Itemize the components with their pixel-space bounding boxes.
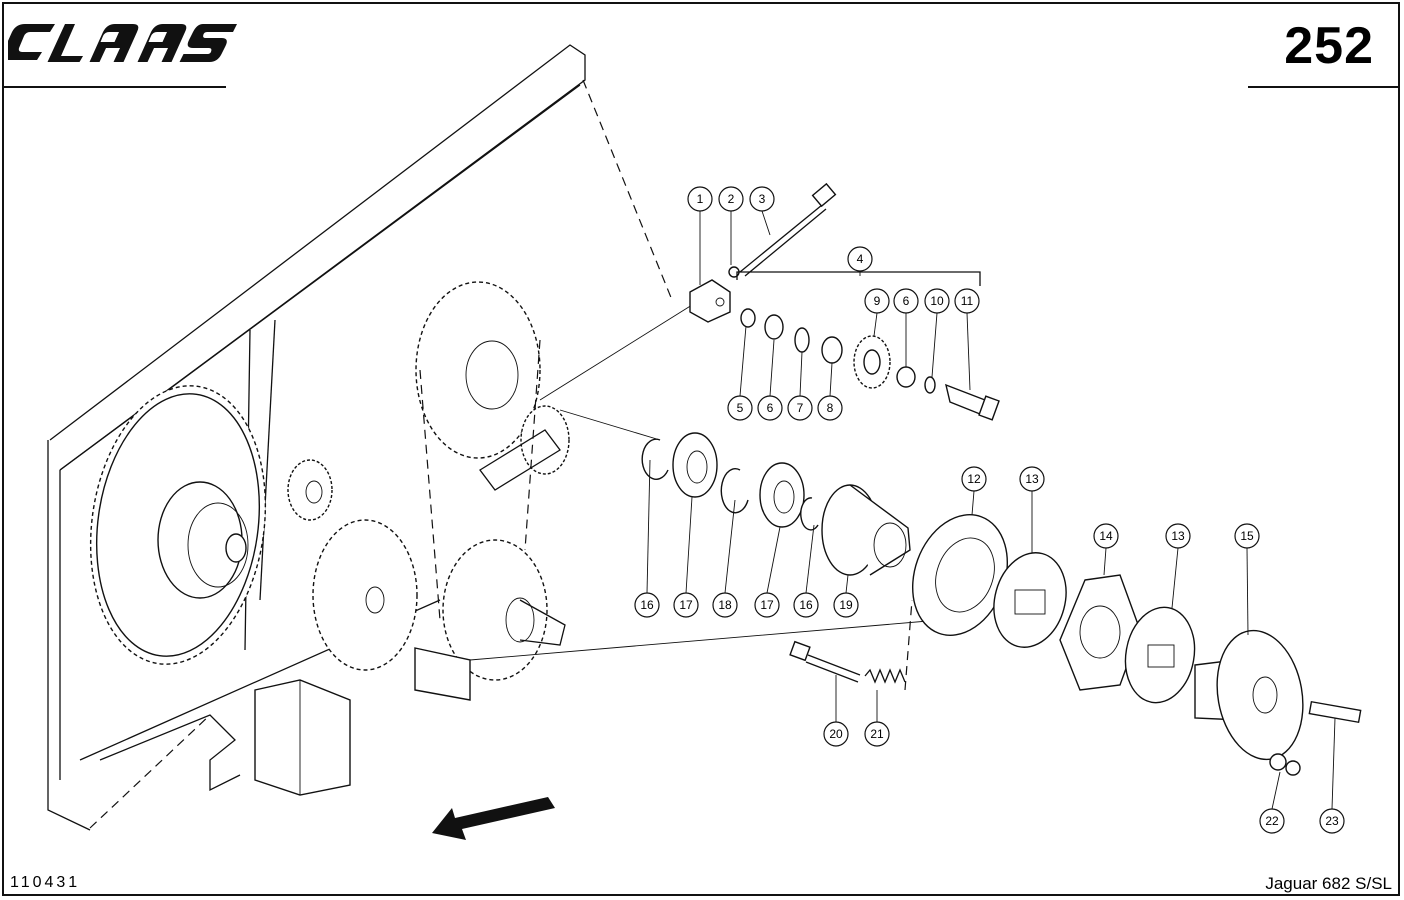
- callout-2: 2: [718, 186, 744, 212]
- callout-16: 16: [634, 592, 660, 618]
- part-20-bolt: [789, 640, 861, 683]
- callout-3: 3: [749, 186, 775, 212]
- svg-text:8: 8: [827, 401, 834, 415]
- callout-23: 23: [1319, 808, 1345, 834]
- model-name: Jaguar 682 S/SL: [1265, 874, 1392, 893]
- svg-text:18: 18: [718, 598, 732, 612]
- part-19-hub: [821, 484, 911, 576]
- callout-4: 4: [847, 246, 873, 272]
- drive-chain: [419, 339, 541, 621]
- svg-text:5: 5: [737, 401, 744, 415]
- tensioner-sprocket: [479, 405, 570, 491]
- drawing-code: 110431: [10, 874, 81, 891]
- svg-text:23: 23: [1325, 814, 1339, 828]
- svg-text:3: 3: [759, 192, 766, 206]
- sheet-number: 252: [1284, 17, 1374, 75]
- idler-sprocket-small: [287, 459, 333, 521]
- callout-5: 5: [727, 395, 753, 421]
- svg-text:9: 9: [874, 294, 881, 308]
- middle-sprocket: [312, 519, 418, 671]
- svg-text:11: 11: [961, 294, 974, 308]
- callout-22: 22: [1259, 808, 1285, 834]
- svg-text:10: 10: [930, 294, 944, 308]
- part-15-flange-hub: [1194, 629, 1304, 761]
- callout-11: 11: [954, 288, 980, 314]
- svg-text:15: 15: [1240, 529, 1254, 543]
- svg-text:12: 12: [967, 472, 981, 486]
- callout-1: 1: [687, 186, 713, 212]
- part-21-spring: [864, 599, 913, 691]
- callout-10: 10: [924, 288, 950, 314]
- lower-sprocket: [442, 539, 566, 681]
- callout-9: 9: [864, 288, 890, 314]
- callout-14: 14: [1093, 523, 1119, 549]
- svg-text:17: 17: [760, 598, 774, 612]
- svg-text:20: 20: [829, 727, 843, 741]
- arrow-down-left-icon: [432, 797, 555, 840]
- mounting-bracket-lower: [254, 647, 471, 796]
- svg-text:4: 4: [857, 252, 864, 266]
- svg-text:14: 14: [1099, 529, 1113, 543]
- callout-12: 12: [961, 466, 987, 492]
- svg-text:6: 6: [903, 294, 910, 308]
- header-rule-right: [1248, 86, 1400, 88]
- machine-frame: [47, 44, 673, 831]
- svg-text:7: 7: [797, 401, 804, 415]
- callout-19: 19: [833, 592, 859, 618]
- callout-13: 13: [1019, 466, 1045, 492]
- callout-17: 17: [673, 592, 699, 618]
- svg-text:22: 22: [1265, 814, 1279, 828]
- callout-16: 16: [793, 592, 819, 618]
- svg-text:1: 1: [697, 192, 704, 206]
- svg-text:19: 19: [839, 598, 853, 612]
- claas-logo: [8, 24, 238, 62]
- large-chain-sprocket: [89, 385, 267, 665]
- part-13-friction-disc-a: [993, 552, 1067, 648]
- callout-21: 21: [864, 721, 890, 747]
- svg-text:6: 6: [767, 401, 774, 415]
- bearing-stack: [641, 432, 819, 531]
- svg-text:2: 2: [728, 192, 735, 206]
- svg-text:16: 16: [799, 598, 813, 612]
- callout-8: 8: [817, 395, 843, 421]
- callout-20: 20: [823, 721, 849, 747]
- callout-leaders: [646, 210, 1336, 810]
- part-1-block: [689, 279, 731, 323]
- svg-text:16: 16: [640, 598, 654, 612]
- part-3-bolt: [739, 182, 837, 277]
- svg-text:21: 21: [870, 727, 884, 741]
- callout-18: 18: [712, 592, 738, 618]
- svg-text:13: 13: [1171, 529, 1185, 543]
- callout-13: 13: [1165, 523, 1191, 549]
- callout-17: 17: [754, 592, 780, 618]
- callout-7: 7: [787, 395, 813, 421]
- svg-text:13: 13: [1025, 472, 1039, 486]
- svg-text:17: 17: [679, 598, 693, 612]
- part-4-bracket-line: [736, 271, 981, 286]
- part-22-nuts: [1269, 753, 1301, 776]
- header-rule-left: [4, 86, 226, 88]
- part-23-key: [1308, 700, 1362, 724]
- part-14-drive-plate: [1059, 574, 1141, 691]
- part-12-pressure-plate: [911, 514, 1009, 636]
- callout-6: 6: [757, 395, 783, 421]
- callout-15: 15: [1234, 523, 1260, 549]
- callout-6: 6: [893, 288, 919, 314]
- upper-sprocket: [415, 281, 541, 459]
- part-13-friction-disc-b: [1124, 606, 1196, 704]
